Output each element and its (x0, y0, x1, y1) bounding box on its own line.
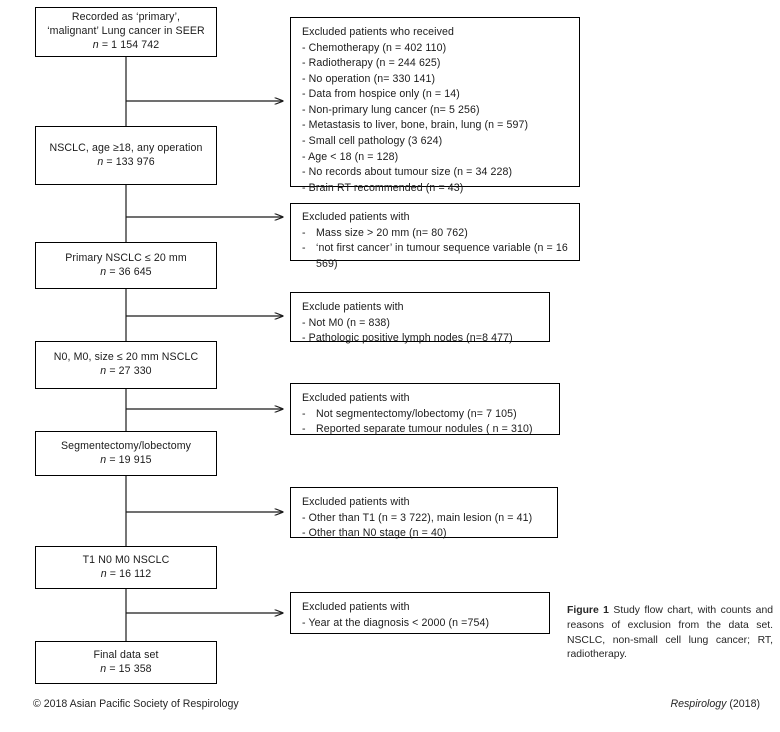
excl-surgery-type-list: Not segmentectomy/lobectomy (n= 7 105) R… (302, 407, 550, 438)
list-item: ‘not first cancer’ in tumour sequence va… (302, 241, 570, 272)
list-item: Not segmentectomy/lobectomy (n= 7 105) (302, 407, 550, 423)
n-italic: n (100, 265, 107, 278)
excl-mass-size-list: Mass size > 20 mm (n= 80 762) ‘not first… (302, 226, 570, 273)
node-n0-m0-20mm: N0, M0, size ≤ 20 mm NSCLC n = 27 330 (35, 341, 217, 389)
node-final-data-set: Final data set n = 15 358 (35, 641, 217, 684)
list-item: - No records about tumour size (n = 34 2… (302, 166, 513, 179)
list-item: - Metastasis to liver, bone, brain, lung… (302, 119, 529, 132)
node-t1-n0-m0-label: T1 N0 M0 NSCLC (82, 553, 170, 566)
list-item: Mass size > 20 mm (n= 80 762) (302, 226, 570, 242)
list-item: - Brain RT recommended (n = 43) (302, 181, 464, 194)
excl-t-stage: Excluded patients with - Other than T1 (… (290, 487, 558, 539)
node-segmentectomy-lobectomy-count: n = 19 915 (100, 454, 151, 468)
node-nsclc-any-operation-count-value: = 133 976 (106, 155, 155, 168)
figure-caption: Figure 1 Study flow chart, with counts a… (567, 604, 773, 663)
list-item: - Year at the diagnosis < 2000 (n =754) (302, 616, 490, 629)
n-italic: n (97, 155, 104, 168)
list-item: - Small cell pathology (3 624) (302, 134, 443, 147)
excl-t-stage-list: - Other than T1 (n = 3 722), main lesion… (302, 511, 548, 542)
excl-mass-size-title: Excluded patients with (302, 211, 410, 223)
node-final-data-set-count: n = 15 358 (100, 663, 151, 677)
excl-year: Excluded patients with - Year at the dia… (290, 592, 550, 634)
excl-treatment: Excluded patients who received - Chemoth… (290, 17, 580, 194)
journal-name: Respirology (670, 698, 727, 710)
list-item: - Chemotherapy (n = 402 110) (302, 41, 447, 54)
n-italic: n (100, 365, 107, 377)
node-n0-m0-20mm-count: n = 27 330 (100, 365, 151, 379)
journal-citation: Respirology (2018) (670, 698, 760, 710)
list-item: - Non-primary lung cancer (n= 5 256) (302, 103, 480, 116)
excl-stage: Exclude patients with - Not M0 (n = 838)… (290, 292, 550, 344)
excl-t-stage-title: Excluded patients with (302, 496, 410, 508)
node-segmentectomy-lobectomy-count-value: = 19 915 (109, 453, 152, 466)
list-item: Reported separate tumour nodules ( n = 3… (302, 422, 550, 438)
list-item: - Age < 18 (n = 128) (302, 150, 399, 163)
node-primary-20mm: Primary NSCLC ≤ 20 mm n = 36 645 (35, 242, 217, 289)
node-nsclc-any-operation-count: n = 133 976 (97, 156, 154, 170)
list-item: - Other than T1 (n = 3 722), main lesion… (302, 511, 533, 524)
journal-year: (2018) (729, 698, 760, 710)
excl-year-list: - Year at the diagnosis < 2000 (n =754) (302, 616, 540, 632)
node-final-data-set-label: Final data set (93, 648, 159, 661)
node-primary-20mm-label: Primary NSCLC ≤ 20 mm (65, 251, 187, 264)
excl-surgery-type-title: Excluded patients with (302, 392, 410, 404)
excl-year-title: Excluded patients with (302, 601, 410, 613)
excl-stage-title: Exclude patients with (302, 301, 404, 313)
node-seer-line2: ‘malignant’ Lung cancer in SEER (47, 25, 205, 38)
node-primary-20mm-count-value: = 36 645 (109, 265, 152, 278)
n-italic: n (100, 567, 107, 580)
list-item: - Not M0 (n = 838) (302, 316, 391, 329)
n-italic: n (100, 662, 107, 675)
list-item: - No operation (n= 330 141) (302, 72, 436, 85)
node-t1-n0-m0-count-value: = 16 112 (109, 567, 152, 580)
node-segmentectomy-lobectomy-label: Segmentectomy/lobectomy (60, 439, 192, 452)
node-t1-n0-m0: T1 N0 M0 NSCLC n = 16 112 (35, 546, 217, 589)
list-item: - Pathologic positive lymph nodes (n=8 4… (302, 332, 513, 345)
figure-caption-text: Study flow chart, with counts and reason… (567, 605, 774, 661)
node-nsclc-any-operation-label: NSCLC, age ≥18, any operation (49, 141, 203, 154)
excl-surgery-type: Excluded patients with Not segmentectomy… (290, 383, 560, 438)
excl-treatment-title: Excluded patients who received (302, 26, 454, 38)
figure-caption-label: Figure 1 (567, 605, 609, 616)
node-t1-n0-m0-count: n = 16 112 (101, 568, 152, 582)
node-seer-count: n = 1 154 742 (93, 39, 159, 53)
n-italic: n (92, 38, 99, 51)
node-n0-m0-20mm-label: N0, M0, size ≤ 20 mm NSCLC (53, 351, 199, 364)
list-item: - Radiotherapy (n = 244 625) (302, 57, 441, 70)
node-final-data-set-count-value: = 15 358 (109, 662, 152, 675)
excl-treatment-list: - Chemotherapy (n = 402 110) - Radiother… (302, 41, 570, 197)
node-seer-count-value: = 1 154 742 (101, 38, 160, 51)
node-segmentectomy-lobectomy: Segmentectomy/lobectomy n = 19 915 (35, 431, 217, 476)
node-seer: Recorded as ‘primary’, ‘malignant’ Lung … (35, 7, 217, 57)
n-italic: n (100, 453, 107, 466)
list-item: - Other than N0 stage (n = 40) (302, 527, 447, 540)
copyright-notice: © 2018 Asian Pacific Society of Respirol… (33, 698, 239, 710)
list-item: - Data from hospice only (n = 14) (302, 88, 460, 101)
excl-stage-list: - Not M0 (n = 838) - Pathologic positive… (302, 316, 540, 347)
node-n0-m0-20mm-count-value: = 27 330 (109, 365, 152, 377)
node-nsclc-any-operation: NSCLC, age ≥18, any operation n = 133 97… (35, 126, 217, 185)
node-seer-line1: Recorded as ‘primary’, (71, 11, 181, 24)
excl-mass-size: Excluded patients with Mass size > 20 mm… (290, 203, 580, 270)
node-primary-20mm-count: n = 36 645 (100, 266, 151, 280)
